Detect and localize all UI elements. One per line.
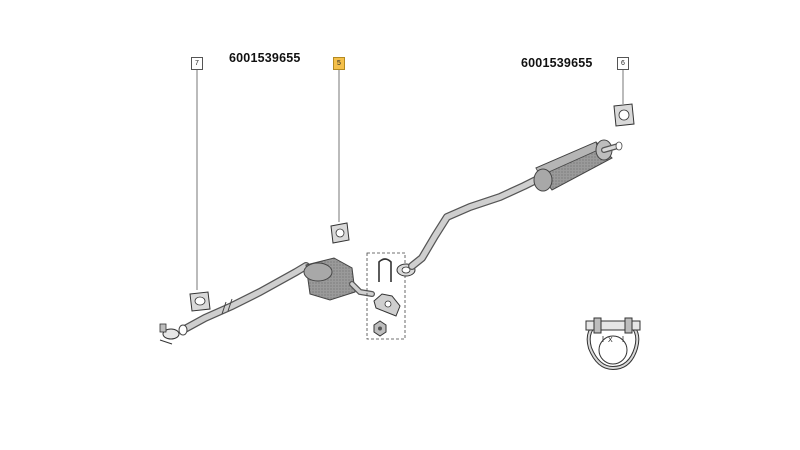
gasket-part-5 — [330, 222, 350, 244]
part-number-right: 6001539655 — [521, 56, 593, 70]
rear-pipe — [408, 174, 544, 270]
front-clamp — [159, 323, 180, 345]
clamp-detail-label: X — [608, 337, 613, 344]
callout-7[interactable]: 7 — [191, 57, 203, 70]
gasket-part-7 — [189, 291, 211, 312]
callout-5[interactable]: 5 — [333, 57, 345, 70]
rear-muffler — [533, 139, 623, 192]
clamp-detail — [585, 317, 641, 371]
gasket-part-6 — [613, 103, 635, 127]
callout-6[interactable]: 6 — [617, 57, 629, 70]
part-number-left: 6001539655 — [229, 51, 301, 65]
mounting-kit — [366, 252, 406, 340]
front-pipe — [178, 262, 310, 336]
middle-muffler — [303, 257, 375, 301]
